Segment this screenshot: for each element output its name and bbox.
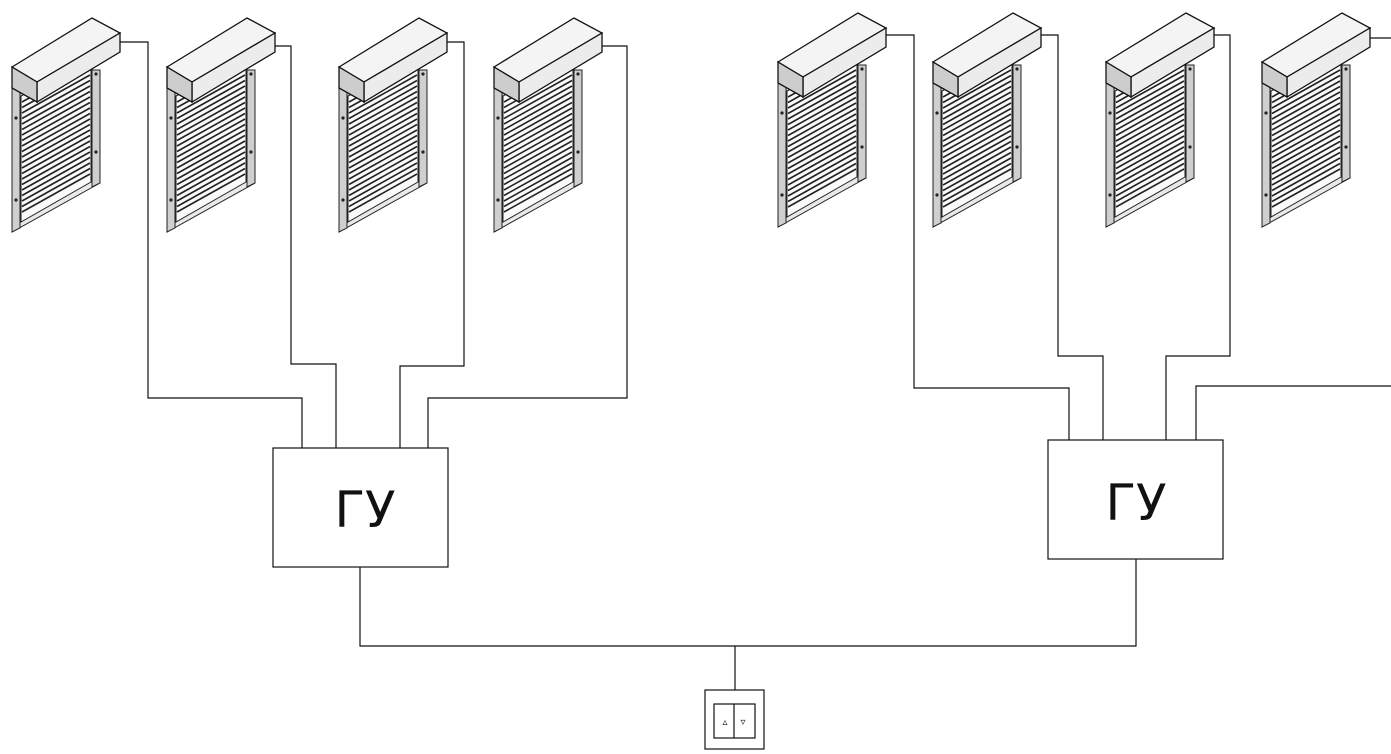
group-unit-left-label: ГУ bbox=[335, 481, 396, 539]
shutter-group-left bbox=[11, 17, 603, 233]
bus-wires bbox=[359, 559, 1137, 690]
shutter-1 bbox=[11, 17, 121, 233]
up-arrow-icon[interactable]: ▵ bbox=[722, 717, 727, 728]
shutter-4 bbox=[493, 17, 603, 233]
shutter-8 bbox=[1261, 12, 1371, 228]
shutter-2 bbox=[166, 17, 276, 233]
shutter-5 bbox=[777, 12, 887, 228]
shutter-group-right bbox=[777, 12, 1371, 228]
shutter-6 bbox=[932, 12, 1042, 228]
group-unit-left: ГУ bbox=[272, 447, 449, 568]
group-unit-right: ГУ bbox=[1047, 439, 1224, 560]
group-unit-right-label: ГУ bbox=[1106, 474, 1167, 532]
shutter-3 bbox=[338, 17, 448, 233]
wires-left bbox=[120, 41, 628, 448]
wall-switch[interactable]: ▵ ▿ bbox=[704, 689, 765, 750]
shutter-7 bbox=[1105, 12, 1215, 228]
wires-right bbox=[886, 34, 1391, 440]
down-arrow-icon[interactable]: ▿ bbox=[740, 717, 745, 728]
